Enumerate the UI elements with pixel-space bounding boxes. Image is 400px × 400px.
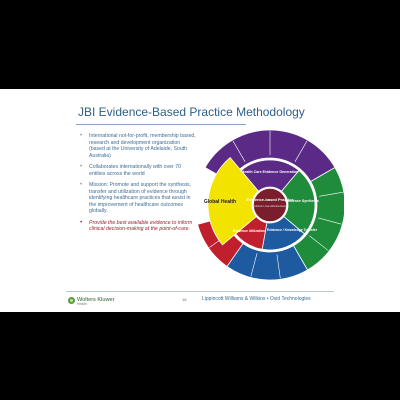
bullet-item: • International not-for-profit, membersh… (80, 133, 196, 159)
wheel-divider (232, 140, 246, 162)
logo-name: Wolters Kluwer (77, 297, 115, 303)
segment-label-synthesis: Evidence Synthesis (285, 199, 319, 203)
bullet-dot-icon: • (80, 182, 83, 188)
segment-label-transfer: Evidence / Knowledge Transfer (267, 228, 318, 232)
wheel-divider (318, 217, 342, 225)
bullet-dot-icon: • (80, 164, 83, 170)
wheel-divider (309, 235, 329, 251)
footer-divider (66, 291, 334, 292)
jbi-model-wheel: Evidence-based Practice (clinical / cost… (197, 129, 344, 281)
wheel-divider (276, 254, 281, 279)
slide-title: JBI Evidence-Based Practice Methodology (78, 105, 305, 119)
segment-label-global-health: Global Health (204, 199, 236, 205)
publisher-footer: Lippincott Williams & Wilkins • Ovid Tec… (202, 296, 311, 302)
page-number: 16 (182, 297, 187, 302)
wheel-segment-global-health (207, 156, 259, 246)
wolters-kluwer-logo: Wolters Kluwer (68, 294, 115, 306)
bullet-text: Provide the best available evidence to i… (89, 219, 193, 233)
bullet-item: • Collaborates internationally with over… (80, 164, 196, 177)
logo-subtitle: Health (77, 302, 87, 306)
bullet-dot-icon: • (80, 219, 83, 226)
title-underline (76, 124, 246, 125)
presentation-slide: JBI Evidence-Based Practice Methodology … (56, 89, 344, 312)
bullet-list: • International not-for-profit, membersh… (80, 133, 196, 238)
wheel-divider (294, 140, 308, 162)
wheel-center (252, 187, 288, 223)
inner-ring (234, 159, 316, 251)
bullet-item-emphasis: • Provide the best available evidence to… (80, 220, 196, 233)
center-subtitle: (clinical / cost-effectiveness) (254, 204, 287, 208)
segment-label-generation: Health Care Evidence Generation (242, 170, 299, 174)
bullet-item: • Mission: Promote and support the synth… (80, 182, 196, 215)
video-letterbox-bottom (0, 312, 400, 400)
bullet-text: Collaborates internationally with over 7… (89, 164, 181, 177)
segment-label-utilization: Evidence Utilization (233, 229, 265, 233)
bullet-text: Mission: Promote and support the synthes… (89, 182, 192, 214)
center-title: Evidence-based Practice (246, 197, 294, 202)
inner-segment-right (281, 169, 316, 235)
wheel-divider (319, 191, 343, 197)
bullet-dot-icon: • (80, 133, 83, 139)
bullet-text: International not-for-profit, membership… (89, 133, 196, 159)
wheel-divider (250, 253, 258, 277)
logo-mark-icon (68, 296, 75, 304)
video-letterbox-top (0, 0, 400, 89)
